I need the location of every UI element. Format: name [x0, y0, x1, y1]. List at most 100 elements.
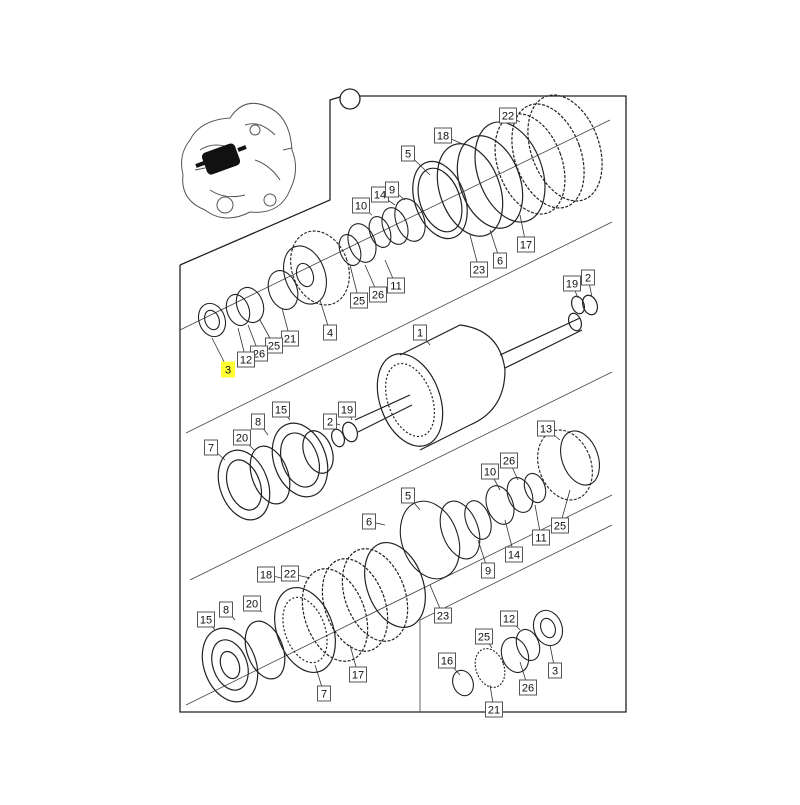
- callout: 12: [237, 351, 255, 368]
- callout: 3: [548, 662, 562, 679]
- callout-box: [385, 181, 399, 198]
- callout-label: 14: [508, 550, 520, 562]
- callout-label: 25: [353, 296, 365, 308]
- callout-label: 16: [441, 656, 453, 668]
- callout: 17: [349, 666, 367, 683]
- callout-label: 5: [405, 149, 411, 161]
- callout-box: [519, 679, 537, 696]
- callout-box: [387, 277, 405, 294]
- callout-label: 11: [535, 533, 546, 545]
- callout-label: 15: [200, 615, 212, 627]
- callout: 26: [369, 286, 387, 303]
- callout-box: [563, 275, 581, 292]
- callout-label: 22: [284, 569, 296, 581]
- callout-label: 26: [372, 290, 384, 302]
- callout-box: [251, 413, 265, 430]
- callout: 25: [350, 292, 368, 309]
- callout-box: [548, 662, 562, 679]
- callout-label: 19: [341, 405, 353, 417]
- callout-label: 2: [327, 417, 333, 429]
- callout-box: [233, 429, 251, 446]
- callout: 8: [251, 413, 265, 430]
- callout: 18: [434, 127, 452, 144]
- callout-box: [204, 439, 218, 456]
- callout: 26: [500, 452, 518, 469]
- callout-label: 26: [522, 683, 534, 695]
- callout: 19: [563, 275, 581, 292]
- callout-label: 25: [554, 521, 566, 533]
- callout-box: [485, 701, 503, 718]
- callout-label: 11: [390, 281, 401, 293]
- callout-label: 9: [389, 185, 395, 197]
- callout-label: 25: [268, 341, 280, 353]
- callout-label: 7: [321, 689, 327, 701]
- callout-label: 1: [417, 328, 423, 340]
- callout: 25: [551, 517, 569, 534]
- callout-box: [317, 685, 331, 702]
- callout-label: 9: [485, 566, 491, 578]
- callout-box: [352, 197, 370, 214]
- callout-label: 18: [437, 131, 449, 143]
- callout-label: 26: [253, 349, 265, 361]
- callout-box: [281, 565, 299, 582]
- callout: 19: [338, 401, 356, 418]
- callout-box: [500, 610, 518, 627]
- callout-label: 5: [405, 491, 411, 503]
- callout-box: [470, 261, 488, 278]
- callout-label: 14: [374, 190, 386, 202]
- callout-box: [401, 487, 415, 504]
- callout: 23: [434, 607, 452, 624]
- callout-box: [219, 601, 233, 618]
- callout: 9: [481, 562, 495, 579]
- callout-label: 20: [246, 599, 258, 611]
- callout: 20: [233, 429, 251, 446]
- callout-label: 23: [473, 265, 485, 277]
- callout: 21: [281, 330, 299, 347]
- callout-label: 12: [503, 614, 515, 626]
- callout: 23: [470, 261, 488, 278]
- callout-box: [500, 452, 518, 469]
- callout: 22: [281, 565, 299, 582]
- callout-box: [434, 607, 452, 624]
- callout: 17: [517, 236, 535, 253]
- lower-bearing-set: [452, 609, 564, 697]
- callout: 5: [401, 487, 415, 504]
- callout: 21: [485, 701, 503, 718]
- callout-box: [257, 566, 275, 583]
- upper-shaft-parts: [197, 198, 426, 338]
- callout-label: 17: [352, 670, 364, 682]
- frame-outline: [179, 95, 627, 713]
- frame-tab-circle: [339, 88, 361, 110]
- callout: 14: [371, 186, 389, 203]
- callout-box: [221, 361, 235, 378]
- callout: 6: [362, 513, 376, 530]
- callout: 16: [438, 652, 456, 669]
- callout-label: 12: [240, 355, 252, 367]
- callout-box: [362, 513, 376, 530]
- callout-box: [243, 595, 261, 612]
- callout-label: 15: [275, 405, 287, 417]
- callout-label: 8: [255, 417, 261, 429]
- callout-box: [532, 529, 550, 546]
- callout-label: 19: [566, 279, 578, 291]
- callout: 6: [493, 252, 507, 269]
- callout-box: [493, 252, 507, 269]
- callout-label: 6: [497, 256, 503, 268]
- callout-box: [323, 413, 337, 430]
- middle-left-pack: [217, 422, 334, 521]
- callout-label: 10: [484, 467, 496, 479]
- callout-box: [349, 666, 367, 683]
- callout-box: [369, 286, 387, 303]
- callout: 10: [481, 463, 499, 480]
- callout-label: 21: [284, 334, 296, 346]
- callout-label: 18: [260, 570, 272, 582]
- callout: 11: [532, 529, 550, 546]
- callout-label: 13: [540, 424, 552, 436]
- callout-label: 3: [225, 365, 231, 377]
- callout-box: [438, 652, 456, 669]
- callout: 15: [197, 611, 215, 628]
- callout: 22: [499, 107, 517, 124]
- callout-box: [481, 463, 499, 480]
- callout: 20: [243, 595, 261, 612]
